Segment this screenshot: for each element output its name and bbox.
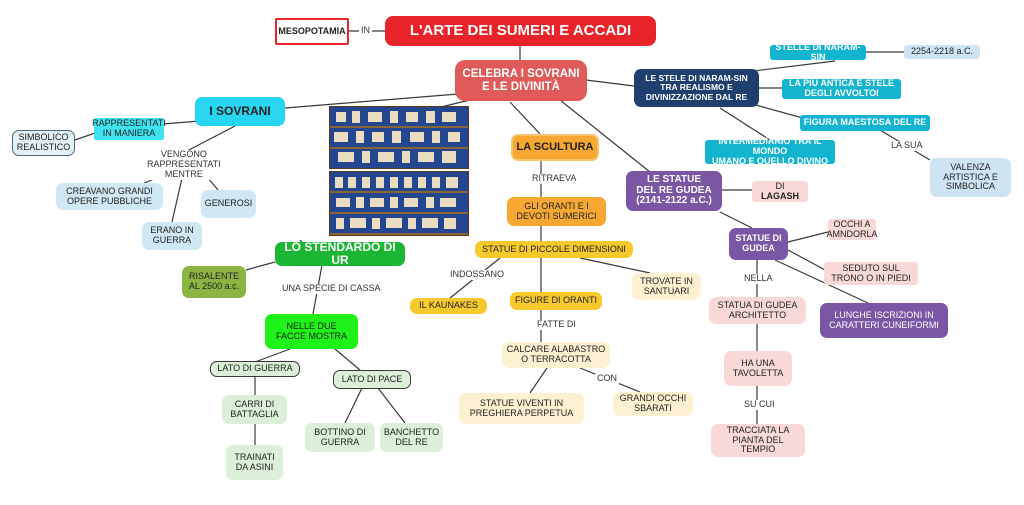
figures-pattern-icon [334, 111, 460, 163]
node-erano-guerra: ERANO IN GUERRA [142, 222, 202, 250]
link-label-specie-cassa: UNA SPECIE DI CASSA [280, 283, 383, 294]
node-scultura: LA SCULTURA [511, 134, 599, 161]
node-mesopotamia: MESOPOTAMIA [275, 18, 349, 45]
node-trovate: TROVATE IN SANTUARI [632, 273, 701, 300]
node-sovrani: I SOVRANI [195, 97, 285, 126]
node-figura-maestosa: FIGURA MAESTOSA DEL RE [800, 115, 930, 131]
map-title: L'ARTE DEI SUMERI E ACCADI [385, 16, 656, 46]
node-banchetto: BANCHETTO DEL RE [380, 423, 443, 452]
node-bottino: BOTTINO DI GUERRA [305, 423, 375, 452]
node-simbolico: SIMBOLICO REALISTICO [12, 130, 75, 156]
node-occhi-mandorla: OCCHI A AMNDORLA [826, 218, 878, 240]
link-label-vengono: VENGONO RAPPRESENTATI MENTRE [145, 149, 223, 180]
node-nelle-due: NELLE DUE FACCE MOSTRA [265, 314, 358, 349]
node-celebra: CELEBRA I SOVRANI E LE DIVINITÀ [455, 60, 587, 101]
figures-pattern-icon [335, 177, 458, 229]
standard-of-ur-war-side-image [329, 106, 469, 169]
node-statue-gudea: STATUE DI GUDEA [729, 228, 788, 260]
link-label-in: IN [359, 25, 372, 36]
node-statue-viventi: STATUE VIVENTI IN PREGHIERA PERPETUA [459, 393, 584, 424]
node-kaunakes: IL KAUNAKES [410, 298, 487, 314]
node-stendardo: LO STENDARDO DI UR [275, 241, 405, 266]
node-trainati: TRAINATI DA ASINI [226, 445, 283, 480]
node-gudea: LE STATUE DEL RE GUDEA (2141-2122 a.C.) [626, 171, 722, 211]
node-lagash: DI LAGASH [752, 181, 808, 202]
node-lato-guerra: LATO DI GUERRA [210, 361, 300, 377]
node-lato-pace: LATO DI PACE [333, 370, 411, 389]
node-piu-antica: LA PIÙ ANTICA E STELE DEGLI AVVOLTOI [782, 78, 901, 99]
link-label-nella: NELLA [742, 273, 775, 284]
node-stele: LE STELE DI NARAM-SIN TRA REALISMO E DIV… [634, 69, 759, 107]
lagash-name: LAGASH [761, 190, 799, 201]
node-statue-piccole: STATUE DI PICCOLE DIMENSIONI [475, 241, 633, 258]
link-label-su-cui: SU CUI [742, 399, 777, 410]
link-label-ritraeva: RITRAEVA [530, 173, 579, 184]
node-carri: CARRI DI BATTAGLIA [222, 395, 287, 424]
standard-of-ur-peace-side-image [329, 171, 469, 236]
link-label-indossano: INDOSSANO [448, 269, 507, 280]
link-label-la-sua: LA SUA [889, 140, 925, 151]
node-valenza: VALENZA ARTISTICA E SIMBOLICA [930, 158, 1011, 197]
node-stelle-naram: STELLE DI NARAM-SIN [770, 42, 866, 61]
node-intermediario: INTERMEDIARIO TRA IL MONDO UMANO E QUELL… [705, 137, 835, 166]
node-rappresentati: RAPPRESENTATI IN MANIERA [92, 118, 166, 140]
node-creavano: CREAVANO GRANDI OPERE PUBBLICHE [56, 183, 163, 210]
node-architetto: STATUA DI GUDEA ARCHITETTO [709, 297, 806, 324]
node-grandi-occhi: GRANDI OCCHI SBARATI [613, 392, 693, 416]
node-seduto: SEDUTO SUL TRONO O IN PIEDI [824, 262, 918, 285]
node-tracciata: TRACCIATA LA PIANTA DEL TEMPIO [711, 424, 805, 457]
node-oranti: GLI ORANTI E I DEVOTI SUMERICI [507, 197, 606, 226]
node-figure-oranti: FIGURE DI ORANTI [510, 292, 602, 310]
node-risalente: RISALENTE AL 2500 a.c. [182, 266, 246, 298]
node-calcare: CALCARE ALABASTRO O TERRACOTTA [502, 342, 610, 368]
node-tavoletta: HA UNA TAVOLETTA [724, 351, 792, 386]
link-label-fatte-di: FATTE DI [535, 319, 578, 330]
node-generosi: GENEROSI [201, 190, 256, 218]
node-lunghe: LUNGHE ISCRIZIONI IN CARATTERI CUNEIFORM… [820, 303, 948, 338]
node-date-naram: 2254-2218 a.C. [904, 45, 980, 59]
link-label-con: CON [595, 373, 619, 384]
lagash-prefix: DI [775, 180, 785, 191]
